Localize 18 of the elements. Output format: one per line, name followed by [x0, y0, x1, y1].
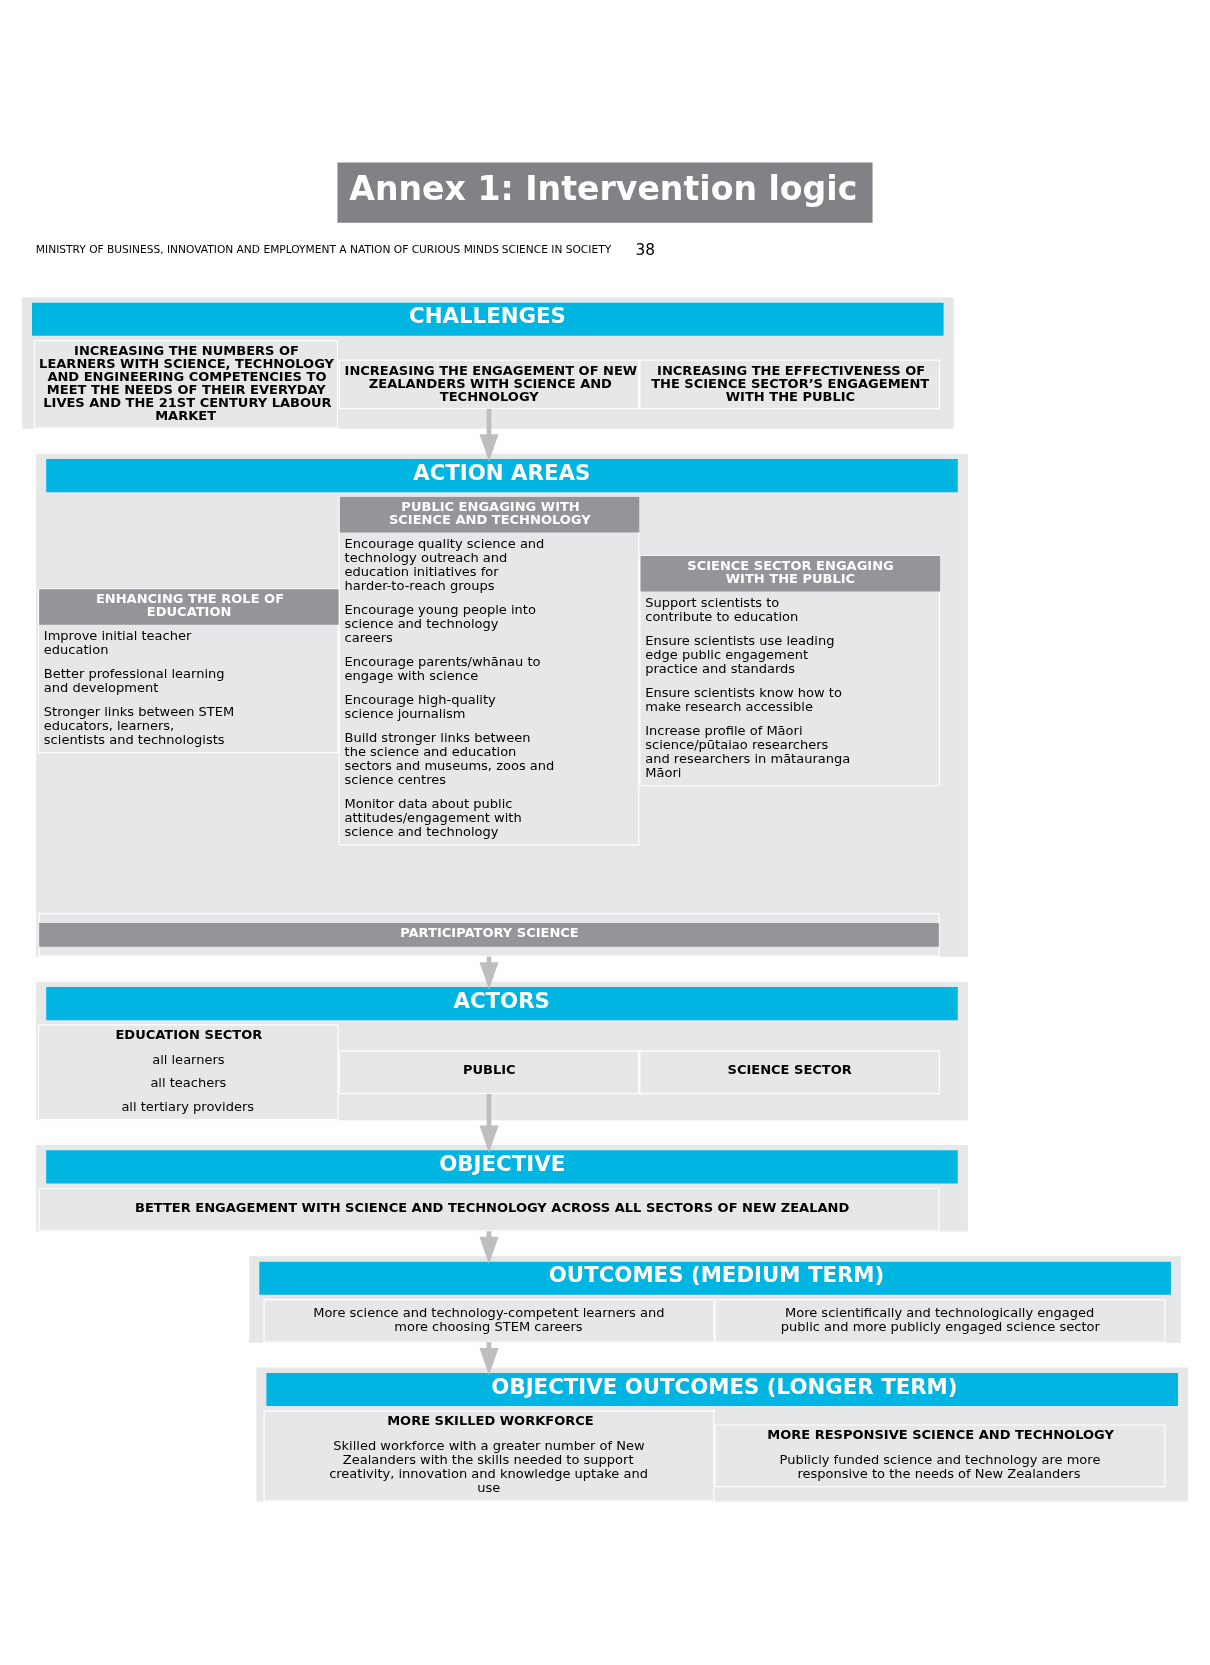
node-box: INCREASING THE ENGAGEMENT OF NEW ZEALANDERS WITH SCIENCE AND TECHNOLOGY: [338, 359, 640, 410]
label: 38: [635, 240, 656, 259]
diagram-title: Annex 1: Intervention logic: [349, 168, 858, 208]
node-box: SCIENCE SECTOR: [639, 1050, 941, 1095]
node-box: More science and technology-competent learners and more choosing STEM careers: [263, 1298, 715, 1343]
node-box: INCREASING THE EFFECTIVENESS OF THE SCIENCE SECTOR’S ENGAGEMENT WITH THE PUBLIC: [639, 359, 941, 410]
arrow: [479, 1093, 499, 1153]
label: MINISTRY OF BUSINESS, INNOVATION AND EMPLOYMENT: [35, 243, 336, 257]
node-box: BETTER ENGAGEMENT WITH SCIENCE AND TECHNOLOGY ACROSS ALL SECTORS OF NEW ZEALAND: [38, 1187, 940, 1232]
arrow: [479, 408, 499, 462]
node-box: MORE SKILLED WORKFORCE Skilled workforce with a greater number of New Zealanders with the skills needed to support creativity, innovation and knowledge uptake and use: [263, 1410, 715, 1502]
node-box: More scientifically and technologically engaged public and more publicly engaged science sector: [714, 1298, 1166, 1343]
label: A NATION OF CURIOUS MINDS: [339, 243, 499, 257]
node-box: MORE RESPONSIVE SCIENCE AND TECHNOLOGY Publicly funded science and technology are more responsive to the needs of New Zealanders: [714, 1424, 1166, 1488]
node-box: EDUCATION SECTOR all learners all teachers all tertiary providers: [37, 1024, 339, 1121]
node-box: PUBLIC: [338, 1050, 640, 1095]
node-box: INCREASING THE NUMBERS OF LEARNERS WITH SCIENCE, TECHNOLOGY AND ENGINEERING COMPETENCIES TO MEET THE NEEDS OF THEIR EVERYDAY LIVES AND THE 21ST CENTURY LABOUR MARKET: [33, 340, 339, 429]
label: SCIENCE IN SOCIETY: [501, 243, 612, 257]
